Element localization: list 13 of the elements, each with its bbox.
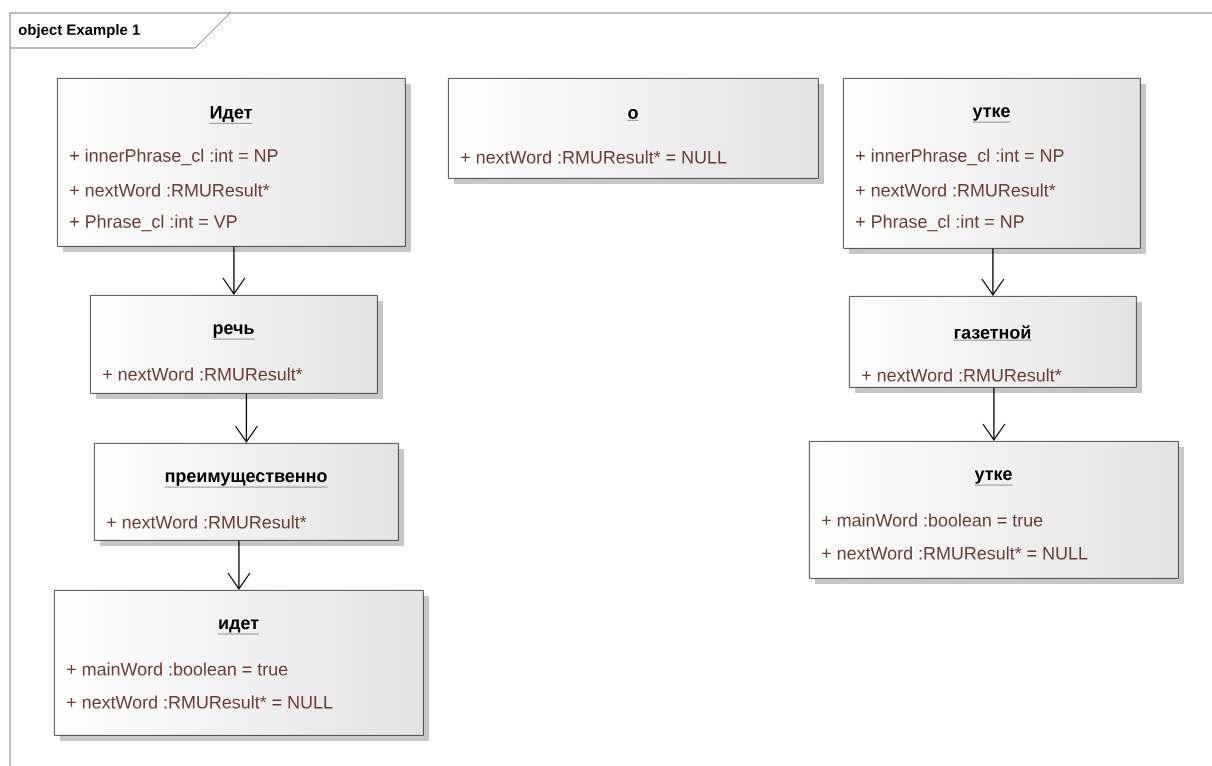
object-box: преимущественно + nextWord :RMUResult* (94, 443, 404, 546)
arrow (222, 246, 246, 295)
arrow (234, 393, 258, 443)
object-box: идет + mainWord :boolean = true + nextWord :RMUResult* = NULL (54, 590, 429, 741)
object-box: утке + innerPhrase_cl :int = NP + nextWord :RMUResult* + Phrase_cl :int = NP (843, 78, 1146, 254)
object-box: газетной + nextWord :RMUResult* (849, 296, 1142, 393)
object-box: Идет + innerPhrase_cl :int = NP + nextWord :RMUResult* + Phrase_cl :int = VP (57, 78, 411, 252)
object-box: утке + mainWord :boolean = true + nextWord :RMUResult* = NULL (809, 441, 1184, 584)
arrow (982, 387, 1006, 441)
object-box: речь + nextWord :RMUResult* (90, 295, 383, 399)
object-box: о + nextWord :RMUResult* = NULL (448, 78, 824, 184)
arrow (227, 540, 251, 590)
arrow (981, 248, 1005, 296)
